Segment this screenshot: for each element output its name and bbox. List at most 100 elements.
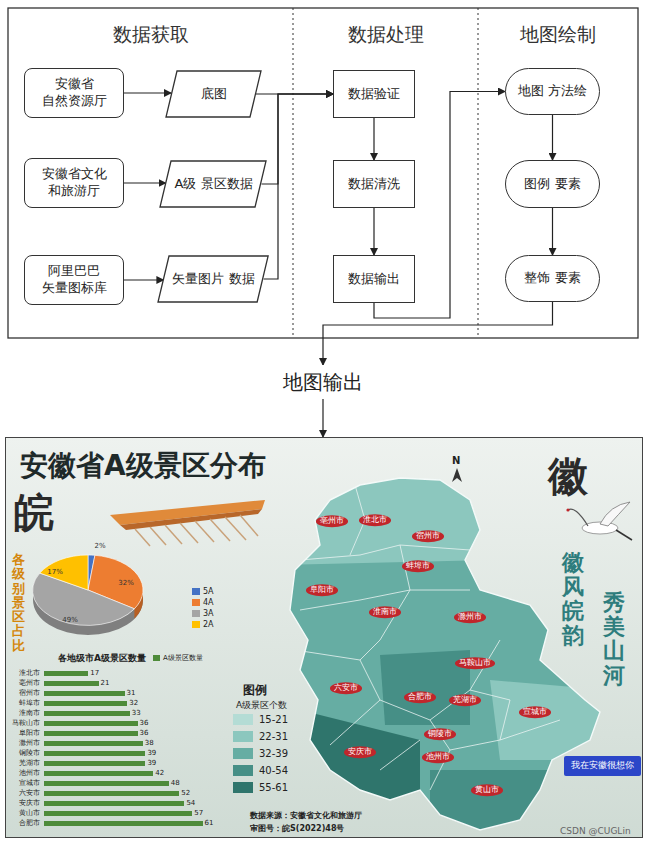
bar-category: 黄山市 — [2, 809, 40, 817]
bar-category: 阜阳市 — [2, 729, 40, 737]
node-text: 数据获取 — [8, 22, 293, 47]
bar-value: 42 — [155, 769, 164, 777]
legend-text: 4A — [203, 598, 214, 607]
legend-row: 32-39 — [233, 748, 288, 759]
north-arrow — [452, 468, 462, 482]
bar-value: 39 — [147, 759, 156, 767]
section-band: 数据处理数据验证数据清洗数据输出 — [293, 8, 478, 338]
bar — [44, 791, 179, 796]
flow-arrow — [323, 302, 553, 365]
city-badge: 宣城市 — [519, 706, 551, 718]
bar — [44, 711, 130, 716]
node-text: 阿里巴巴 矢量图标库 — [25, 263, 123, 297]
bar-value: 54 — [186, 799, 195, 807]
bar — [44, 801, 184, 806]
city-badge: 芜湖市 — [449, 694, 481, 706]
flow-arrow — [264, 94, 333, 279]
city-badge: 铜陵市 — [424, 728, 456, 740]
legend-row: 5A — [192, 587, 214, 596]
bar-value: 61 — [205, 819, 214, 827]
terminal-box: 图例 要素 — [505, 160, 600, 208]
province-map — [280, 470, 610, 843]
source-box: 阿里巴巴 矢量图标库 — [24, 255, 124, 305]
legend-row: A级景区数量 — [153, 653, 203, 663]
bar-category: 淮北市 — [2, 669, 40, 677]
section-band: 地图绘制地图 方法绘图例 要素整饰 要素 — [478, 8, 638, 338]
legend-row: 22-31 — [233, 731, 288, 742]
node-text: A级 景区数据 — [174, 176, 252, 193]
legend-row: 4A — [192, 598, 214, 607]
bar-value: 33 — [132, 709, 141, 717]
node-text: 安徽省A级景区分布 — [20, 448, 266, 484]
calligraphy-glyph: 皖 — [14, 488, 54, 536]
pie-percent: 17% — [47, 568, 63, 576]
legend-swatch — [192, 599, 200, 606]
legend-row: 3A — [192, 609, 214, 618]
legend-row: 40-54 — [233, 765, 288, 776]
node-text: 图例 要素 — [524, 176, 580, 193]
parallelogram-shape — [160, 161, 266, 207]
flow-arrow — [322, 399, 323, 437]
bar-category: 芜湖市 — [2, 759, 40, 767]
bar-category: 滁州市 — [2, 739, 40, 747]
flow-arrow — [124, 182, 166, 183]
pie-percent: 2% — [94, 542, 105, 550]
flow-arrow — [124, 92, 171, 93]
city-badge: 六安市 — [330, 682, 362, 694]
bar-category: 六安市 — [2, 789, 40, 797]
bar-category: 铜陵市 — [2, 749, 40, 757]
parallelogram-shape — [166, 71, 261, 117]
source-note: 数据来源：安徽省文化和旅游厅 — [250, 811, 362, 821]
legend-text: A级景区数量 — [163, 653, 203, 663]
bar-value: 36 — [140, 719, 149, 727]
bar — [44, 701, 127, 706]
roof-illustration — [110, 500, 265, 546]
section-band: 数据获取安徽省 自然资源厅底图安徽省文化 和旅游厅A级 景区数据阿里巴巴 矢量图… — [8, 8, 293, 338]
node-text: 数据输出 — [348, 271, 400, 288]
flow-frame — [8, 8, 638, 338]
bar-category: 淮南市 — [2, 709, 40, 717]
frame-border — [8, 8, 638, 338]
output-step: 地图输出 — [276, 365, 370, 399]
pie-percent: 49% — [62, 616, 78, 624]
calligraphy-glyph: 徽 — [548, 452, 588, 500]
city-badge: 蚌埠市 — [402, 560, 434, 572]
watermark: CSDN @CUGLin — [560, 826, 631, 837]
city-badge: 安庆市 — [344, 746, 376, 758]
bar — [44, 821, 203, 826]
north-label: N — [452, 455, 460, 467]
bar — [44, 681, 99, 686]
bar-category: 池州市 — [2, 769, 40, 777]
button-box: 我在安徽很想你 — [564, 756, 641, 776]
data-parallelogram: A级 景区数据 — [159, 160, 267, 208]
bar-value: 39 — [147, 749, 156, 757]
flow-arrow — [552, 115, 553, 160]
city-badge: 阜阳市 — [306, 584, 338, 596]
node-text: 矢量图片 数据 — [172, 271, 254, 288]
legend-text: 15-21 — [259, 714, 288, 725]
node-text: 底图 — [201, 86, 227, 103]
node-text: 地图绘制 — [478, 22, 638, 47]
flow-arrow — [262, 94, 334, 184]
legend-swatch — [192, 621, 200, 628]
legend-swatch — [153, 655, 160, 661]
process-box: 数据输出 — [333, 255, 415, 303]
flow-arrow — [124, 279, 163, 280]
source-box: 安徽省 自然资源厅 — [24, 68, 124, 118]
city-badge: 黄山市 — [471, 784, 503, 796]
legend-text: 3A — [203, 609, 214, 618]
bar-category: 马鞍山市 — [2, 719, 40, 727]
bar-value: 57 — [194, 809, 203, 817]
flow-arrow — [373, 208, 374, 255]
city-badge: 亳州市 — [316, 515, 348, 527]
legend-swatch — [233, 731, 253, 742]
bar-category: 合肥市 — [2, 819, 40, 827]
bar — [44, 671, 88, 676]
data-parallelogram: 底图 — [165, 70, 262, 118]
node-text: 数据验证 — [348, 86, 400, 103]
pie-percent: 32% — [118, 579, 134, 587]
node-text: 我在安徽很想你 — [571, 760, 634, 772]
legend-title: 图例 — [243, 683, 267, 697]
legend-swatch — [233, 748, 253, 759]
